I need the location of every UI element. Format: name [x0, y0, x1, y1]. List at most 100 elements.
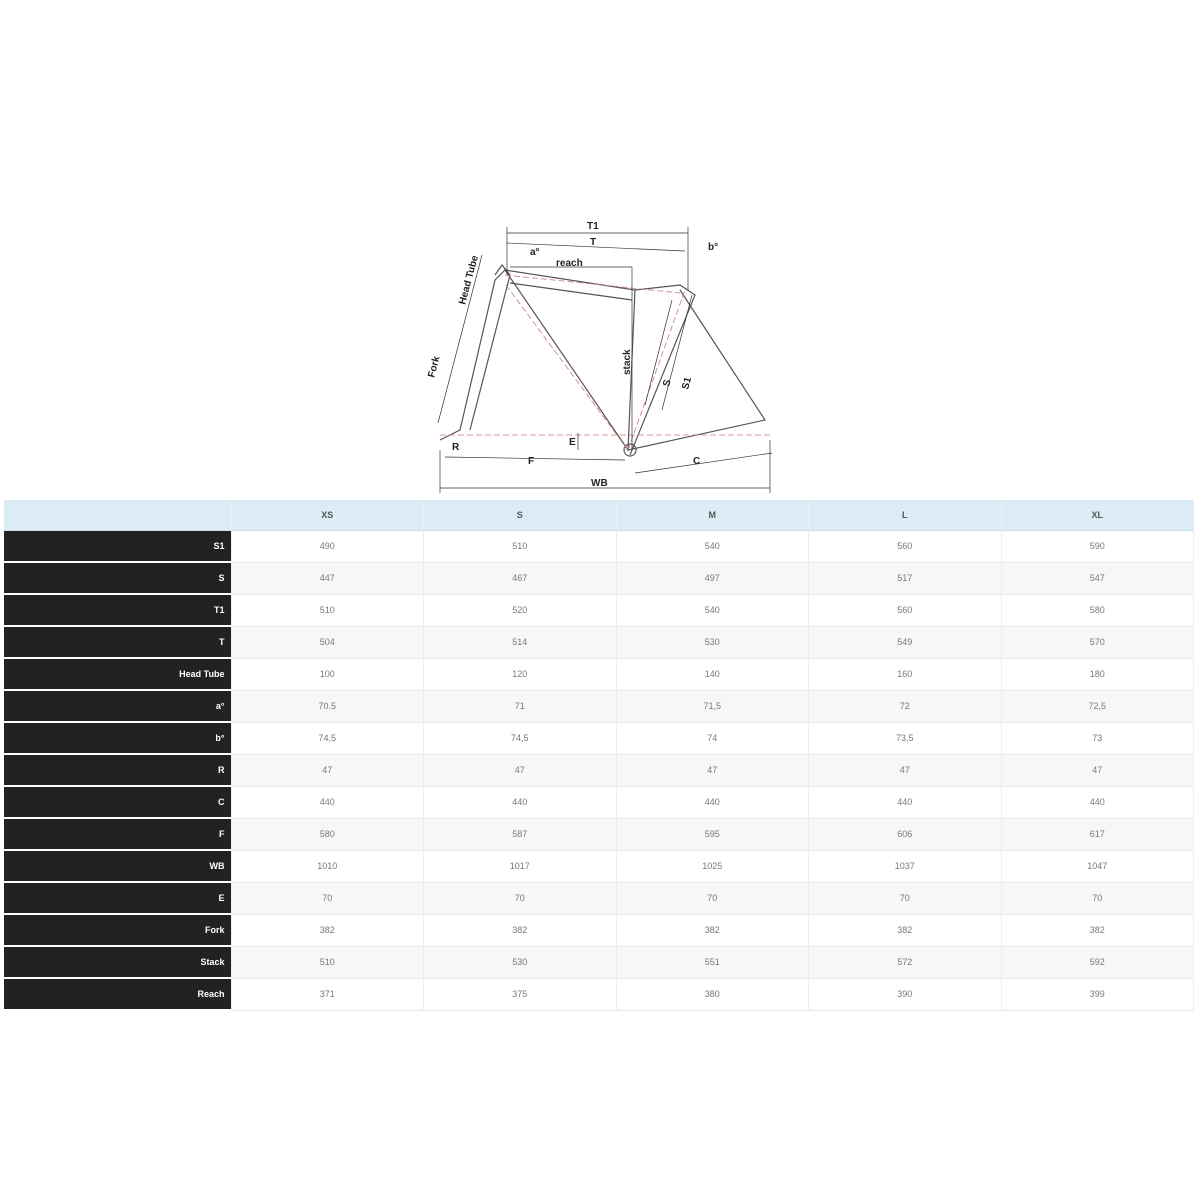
cell-value: 540	[616, 594, 809, 627]
cell-value: 74,5	[231, 722, 424, 755]
label-WB: WB	[591, 478, 608, 489]
row-label: Fork	[4, 914, 232, 947]
cell-value: 382	[231, 914, 424, 947]
row-label: C	[4, 786, 232, 819]
label-E: E	[569, 437, 576, 448]
cell-value: 580	[231, 818, 424, 851]
cell-value: 47	[616, 754, 809, 787]
cell-value: 73	[1001, 722, 1194, 755]
cell-value: 560	[808, 530, 1002, 563]
cell-value: 606	[808, 818, 1002, 851]
label-R: R	[452, 442, 460, 453]
cell-value: 180	[1001, 658, 1194, 691]
cell-value: 595	[616, 818, 809, 851]
cell-value: 592	[1001, 946, 1194, 979]
cell-value: 70.5	[231, 690, 424, 723]
label-head-tube: Head Tube	[457, 254, 481, 306]
cell-value: 530	[423, 946, 617, 979]
frame-outline	[439, 263, 766, 457]
cell-value: 371	[231, 978, 424, 1011]
cell-value: 73,5	[808, 722, 1002, 755]
label-T: T	[590, 237, 596, 248]
size-header: L	[808, 500, 1002, 531]
cell-value: 514	[423, 626, 617, 659]
row-label: F	[4, 818, 232, 851]
cell-value: 47	[423, 754, 617, 787]
cell-value: 70	[423, 882, 617, 915]
cell-value: 580	[1001, 594, 1194, 627]
header-corner	[4, 500, 232, 531]
cell-value: 467	[423, 562, 617, 595]
cell-value: 551	[616, 946, 809, 979]
dimension-lines	[437, 227, 773, 493]
cell-value: 540	[616, 530, 809, 563]
cell-value: 382	[808, 914, 1002, 947]
cell-value: 375	[423, 978, 617, 1011]
cell-value: 380	[616, 978, 809, 1011]
label-reach: reach	[556, 258, 583, 269]
cell-value: 382	[616, 914, 809, 947]
cell-value: 72,5	[1001, 690, 1194, 723]
label-C: C	[693, 456, 700, 467]
row-label: E	[4, 882, 232, 915]
label-T1: T1	[587, 221, 599, 232]
cell-value: 140	[616, 658, 809, 691]
cell-value: 1017	[423, 850, 617, 883]
row-label: Head Tube	[4, 658, 232, 691]
cell-value: 71	[423, 690, 617, 723]
row-label: Stack	[4, 946, 232, 979]
row-label: Reach	[4, 978, 232, 1011]
row-label: b°	[4, 722, 232, 755]
row-label: WB	[4, 850, 232, 883]
cell-value: 399	[1001, 978, 1194, 1011]
label-fork: Fork	[426, 355, 442, 379]
row-label: T1	[4, 594, 232, 627]
cell-value: 590	[1001, 530, 1194, 563]
cell-value: 70	[1001, 882, 1194, 915]
row-label: S	[4, 562, 232, 595]
cell-value: 70	[231, 882, 424, 915]
cell-value: 547	[1001, 562, 1194, 595]
cell-value: 504	[231, 626, 424, 659]
label-a-angle: a°	[530, 247, 540, 258]
cell-value: 570	[1001, 626, 1194, 659]
cell-value: 382	[423, 914, 617, 947]
cell-value: 572	[808, 946, 1002, 979]
frame-geometry-diagram: T1 T a° b° reach Head Tube Fork stack S …	[426, 221, 773, 493]
cell-value: 510	[231, 946, 424, 979]
cell-value: 72	[808, 690, 1002, 723]
size-header: XL	[1001, 500, 1194, 531]
cell-value: 74,5	[423, 722, 617, 755]
cell-value: 100	[231, 658, 424, 691]
cell-value: 440	[231, 786, 424, 819]
cell-value: 47	[808, 754, 1002, 787]
label-S: S	[661, 378, 673, 388]
cell-value: 1010	[231, 850, 424, 883]
cell-value: 1037	[808, 850, 1002, 883]
cell-value: 587	[423, 818, 617, 851]
cell-value: 440	[808, 786, 1002, 819]
cell-value: 70	[616, 882, 809, 915]
row-label: a°	[4, 690, 232, 723]
cell-value: 440	[423, 786, 617, 819]
label-stack: stack	[622, 349, 633, 375]
cell-value: 71,5	[616, 690, 809, 723]
cell-value: 490	[231, 530, 424, 563]
cell-value: 517	[808, 562, 1002, 595]
cell-value: 447	[231, 562, 424, 595]
cell-value: 440	[616, 786, 809, 819]
centerlines	[440, 274, 770, 451]
row-label: T	[4, 626, 232, 659]
